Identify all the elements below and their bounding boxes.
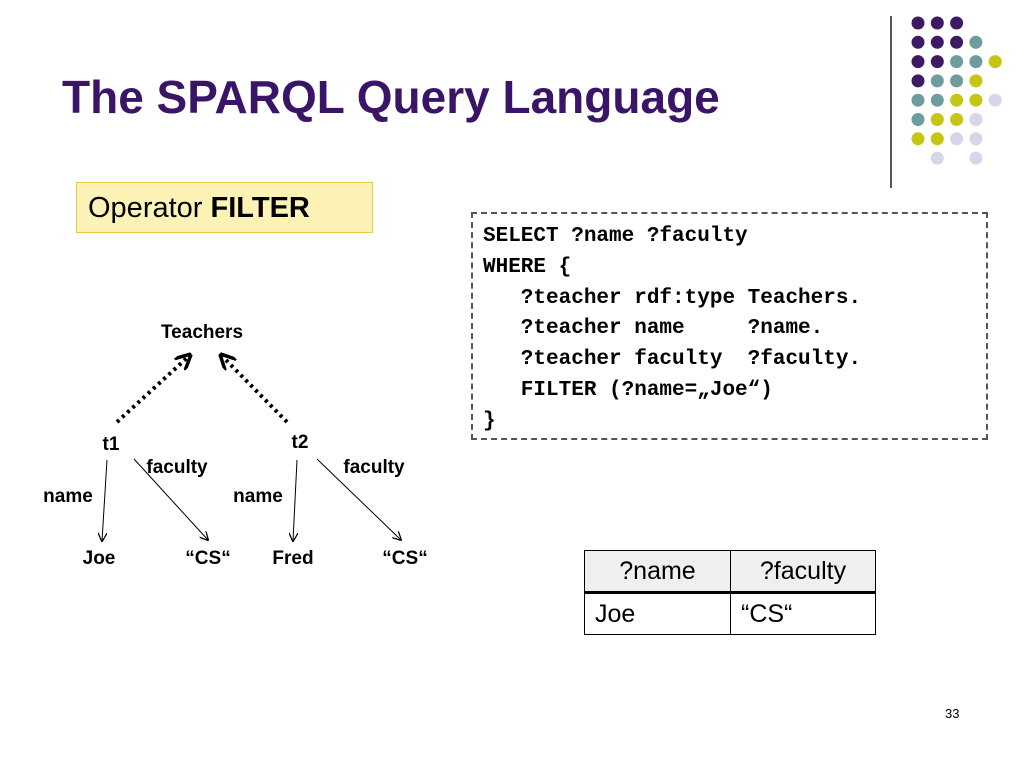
decorative-dot [988, 55, 1002, 69]
decorative-dot [911, 93, 925, 107]
query-line: ?teacher rdf:type Teachers. [483, 286, 862, 310]
query-line: SELECT ?name ?faculty [483, 225, 748, 248]
decorative-dot [988, 93, 1002, 107]
decorative-dot [930, 74, 944, 88]
decorative-dot [950, 113, 964, 126]
decorative-dot [930, 151, 944, 165]
decorative-dot [930, 35, 944, 49]
query-line: ?teacher name ?name. [483, 317, 824, 341]
decorative-dot [930, 55, 944, 69]
value-node-joe: Joe [83, 548, 116, 569]
sparql-query-box: SELECT ?name ?faculty WHERE { ?teacher r… [471, 212, 988, 440]
result-table: ?name ?faculty Joe “CS“ [584, 550, 876, 635]
query-line: WHERE { [483, 255, 572, 279]
decorative-dot [911, 113, 925, 126]
decorative-dot [911, 16, 925, 30]
decorative-dot [930, 93, 944, 107]
decorative-dot [950, 74, 964, 88]
result-header-row: ?name ?faculty [584, 550, 876, 594]
decorative-dot [930, 113, 944, 126]
type-edge-t2 [222, 356, 289, 424]
decorative-dot [911, 74, 925, 88]
query-line: } [483, 409, 496, 433]
decorative-dot [911, 132, 925, 146]
value-node-cs-1: “CS“ [185, 548, 230, 569]
decorative-divider [890, 16, 892, 188]
instance-node-t2: t2 [292, 432, 309, 453]
decorative-dot [969, 113, 983, 126]
edge-label-faculty-t2: faculty [343, 457, 405, 478]
name-edge-t1 [102, 459, 108, 541]
faculty-edge-t1 [133, 458, 208, 540]
decorative-dot [969, 151, 983, 165]
instance-node-t1: t1 [103, 434, 120, 455]
decorative-dot [969, 74, 983, 88]
decorative-dot [911, 55, 925, 69]
decorative-dot [950, 16, 964, 30]
decorative-dot [911, 35, 925, 49]
decorative-dot [950, 55, 964, 69]
decorative-dot [969, 35, 983, 49]
result-header-name: ?name [584, 550, 731, 594]
edge-label-name-t2: name [233, 486, 283, 507]
value-node-fred: Fred [272, 548, 313, 569]
result-header-faculty: ?faculty [730, 550, 876, 594]
class-node-teachers: Teachers [161, 322, 243, 343]
decorative-dot [969, 93, 983, 107]
name-edge-t2 [293, 459, 297, 541]
query-line: FILTER (?name=„Joe“) [483, 378, 773, 402]
slide-title: The SPARQL Query Language [62, 71, 720, 123]
decorative-dot [930, 132, 944, 146]
decorative-dot [969, 55, 983, 69]
value-node-cs-2: “CS“ [382, 548, 427, 569]
decorative-dot [950, 93, 964, 107]
operator-prefix: Operator [88, 192, 203, 224]
operator-keyword: FILTER [210, 192, 310, 224]
decorative-dot [930, 16, 944, 30]
decorative-dot [950, 132, 964, 146]
faculty-edge-t2 [316, 458, 401, 540]
result-cell-faculty: “CS“ [730, 592, 876, 635]
page-number: 33 [945, 706, 960, 721]
operator-filter-box: Operator FILTER [76, 182, 373, 233]
decorative-dot-grid [911, 16, 1002, 165]
table-row: Joe “CS“ [584, 592, 876, 635]
decorative-dot [969, 132, 983, 146]
query-line: ?teacher faculty ?faculty. [483, 348, 862, 372]
type-edge-t1 [115, 356, 189, 424]
edge-label-name-t1: name [43, 486, 93, 507]
result-cell-name: Joe [584, 592, 731, 635]
edge-label-faculty-t1: faculty [146, 457, 208, 478]
decorative-dot [950, 35, 964, 49]
